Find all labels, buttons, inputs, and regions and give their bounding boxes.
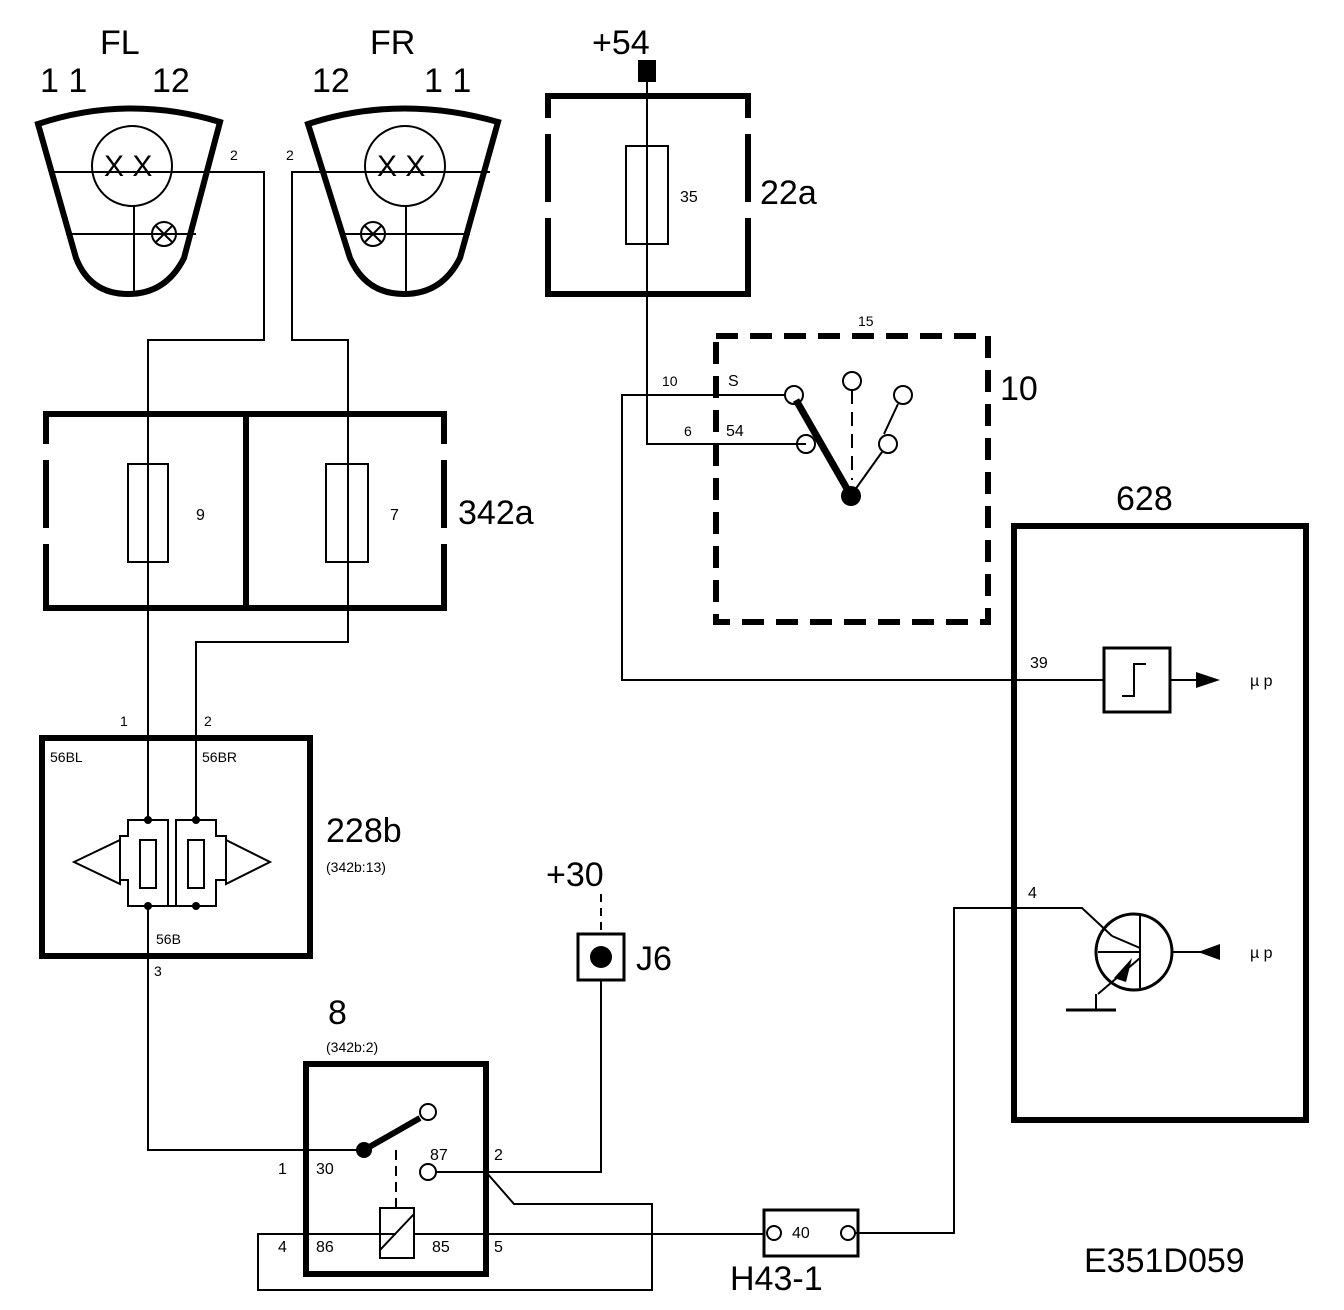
flasher-term-56br: 56BR — [202, 749, 237, 765]
fusebox-342a-label: 342a — [458, 494, 534, 532]
supply-54: +54 — [592, 24, 656, 82]
module-628-pin4: 4 — [1028, 885, 1037, 902]
module-628-up2: µ p — [1250, 945, 1273, 962]
relay-8-pin4: 4 — [278, 1239, 287, 1256]
fuse-9-label: 9 — [196, 507, 205, 524]
module-628-up1: µ p — [1250, 673, 1273, 690]
lamp-fr-indicator-icon — [360, 221, 386, 247]
switch-10-label: 10 — [1000, 370, 1038, 408]
schmitt-trigger-icon — [1102, 646, 1172, 714]
lamp-fr-pin-right: 1 1 — [424, 62, 471, 100]
lamp-fl-bulb-xx-icon: X X — [104, 150, 152, 183]
supply-30-label: +30 — [546, 856, 604, 894]
lamp-fr-bulb-xx-icon: X X — [377, 150, 425, 183]
lamp-fr-pin-left: 12 — [312, 62, 350, 100]
lamp-fl: FL 1 1 12 X X 2 — [34, 24, 238, 298]
relay-8: 8 (342b:2) 1 30 87 2 4 86 85 5 — [278, 994, 503, 1277]
flasher-228b: 1 2 56BL 56BR 56B 3 228b (342b:13) — [39, 713, 402, 979]
fuse-35-label: 35 — [680, 189, 698, 206]
lamp-fl-pin-right: 12 — [152, 62, 190, 100]
fuse-7-label: 7 — [390, 507, 399, 524]
relay-8-term85: 85 — [432, 1239, 450, 1256]
lamp-fr-label: FR — [370, 24, 415, 62]
relay-8-label: 8 — [328, 994, 347, 1032]
relay-8-contact-icon — [356, 1142, 372, 1158]
relay-8-pin1: 1 — [278, 1161, 287, 1178]
lamp-fl-pin-left: 1 1 — [40, 62, 87, 100]
terminal-54-icon — [638, 60, 656, 82]
supply-30: +30 J6 — [546, 856, 672, 982]
connector-h43-pin: 40 — [792, 1225, 810, 1242]
lamp-fr: FR 12 1 1 X X 2 — [286, 24, 502, 298]
switch-10-top-pin: 15 — [858, 313, 874, 329]
module-628-in-arrow-icon — [1198, 944, 1220, 960]
relay-8-term30: 30 — [316, 1161, 334, 1178]
switch-10-pin-54: 54 — [726, 423, 744, 440]
diagram-id: E351D059 — [1084, 1242, 1245, 1280]
flasher-term-56bl: 56BL — [50, 749, 83, 765]
lamp-fr-pin-out: 2 — [286, 147, 294, 163]
lamp-fl-pin-out: 2 — [230, 147, 238, 163]
module-628: 628 39 µ p 4 µ p — [1011, 480, 1309, 1123]
flasher-pin-1: 1 — [120, 713, 128, 729]
connector-h43-1: 40 H43-1 — [730, 1208, 860, 1298]
module-628-out-arrow-icon — [1196, 672, 1220, 688]
flasher-ref: (342b:13) — [326, 859, 386, 875]
relay-8-ref: (342b:2) — [326, 1039, 378, 1055]
switch-10-pin-54-num: 6 — [684, 423, 692, 439]
flasher-label: 228b — [326, 812, 402, 850]
lamp-fl-label: FL — [100, 24, 140, 62]
flasher-left-arrow-icon — [71, 838, 121, 886]
flasher-pin-2: 2 — [204, 713, 212, 729]
module-628-pin39: 39 — [1030, 655, 1048, 672]
flasher-right-arrow-icon — [225, 838, 273, 886]
fusebox-22a-label: 22a — [760, 174, 817, 212]
flasher-pin-3: 3 — [154, 963, 162, 979]
relay-8-term86: 86 — [316, 1239, 334, 1256]
flasher-term-56b: 56B — [156, 931, 181, 947]
switch-10-pin-s: S — [728, 373, 739, 390]
supply-54-label: +54 — [592, 24, 650, 62]
relay-8-term87: 87 — [430, 1147, 448, 1164]
switch-10-pivot-icon — [841, 486, 861, 506]
fusebox-342a: 9 7 342a — [43, 411, 534, 611]
connector-h43-label: H43-1 — [730, 1260, 823, 1298]
lamp-fl-indicator-icon — [151, 221, 177, 247]
relay-8-pin5: 5 — [494, 1239, 503, 1256]
relay-8-pin2: 2 — [494, 1147, 503, 1164]
switch-10-pin-s-num: 10 — [662, 373, 678, 389]
module-628-label: 628 — [1116, 480, 1173, 518]
fusebox-22a: 35 22a — [545, 93, 817, 297]
connector-j6-label: J6 — [636, 940, 672, 978]
switch-10: 15 10 10 S 6 54 — [662, 313, 1038, 625]
